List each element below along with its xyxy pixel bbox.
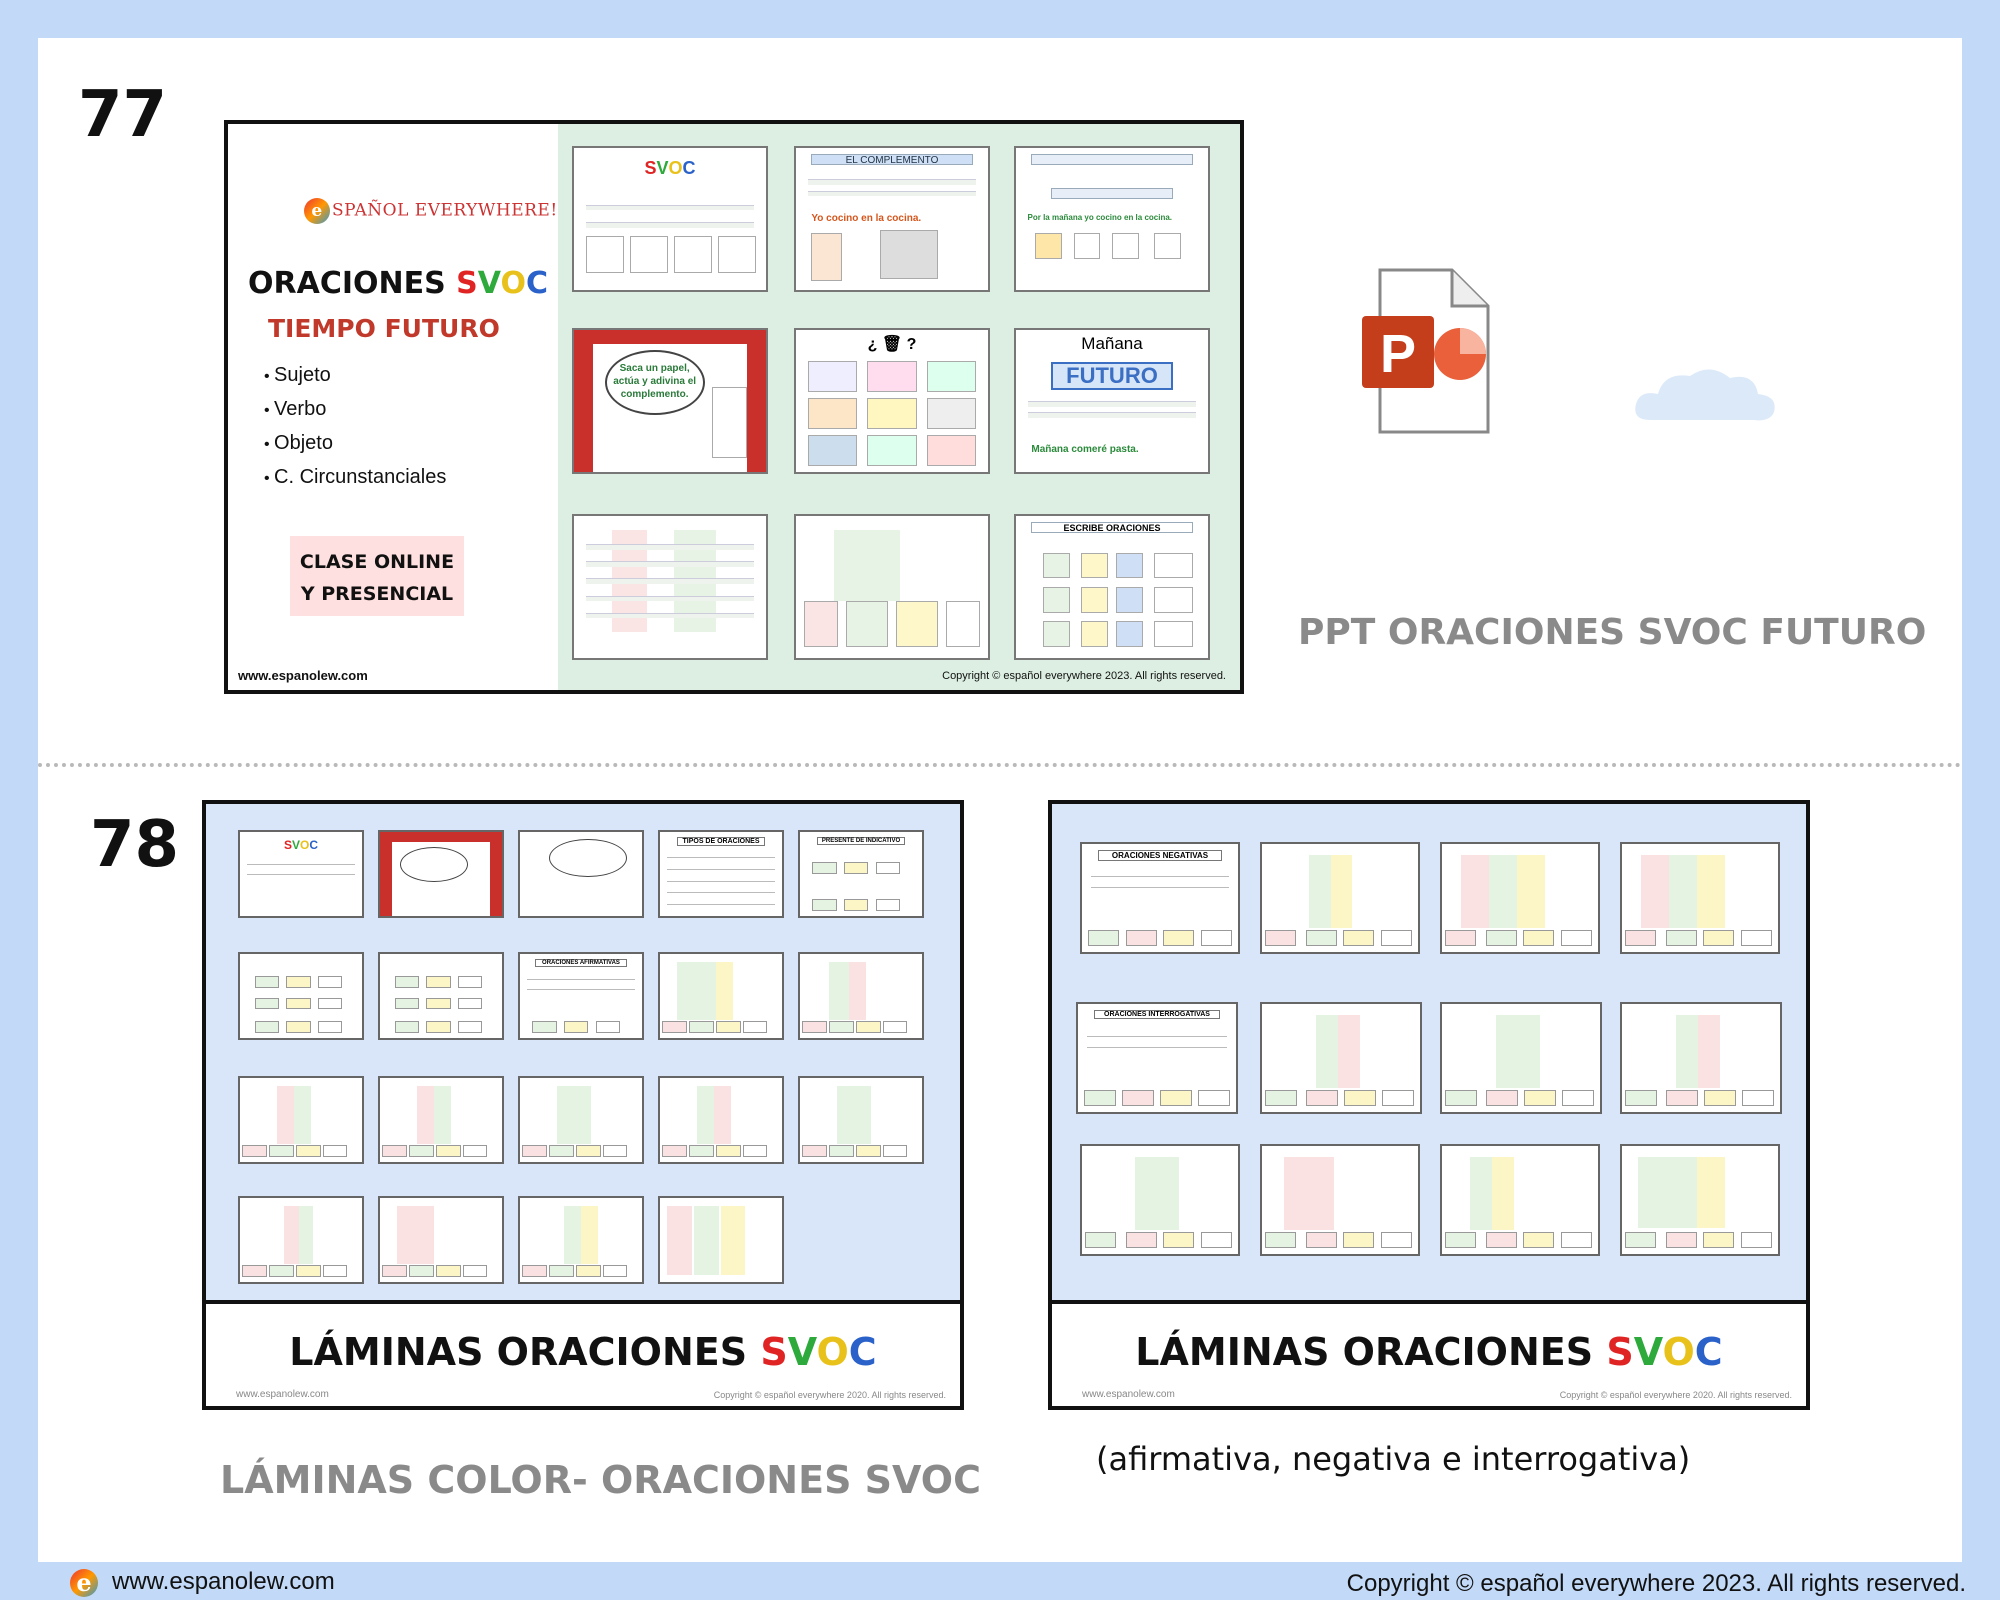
laminas-preview-left[interactable]: SVOC TIPOS DE ORACIONES PRESENTE DE INDI…	[202, 800, 964, 1410]
thumb-title: SVOC	[644, 158, 696, 178]
laminas-left-title: LÁMINAS ORACIONES SVOC	[289, 1330, 877, 1374]
lamina-thumb	[378, 952, 504, 1040]
lamina-thumb: ORACIONES AFIRMATIVAS	[518, 952, 644, 1040]
lamina-thumb	[1080, 1144, 1240, 1256]
footer-copyright: Copyright © español everywhere 2023. All…	[1346, 1570, 1966, 1597]
laminas-right-copyright: Copyright © español everywhere 2020. All…	[1559, 1390, 1792, 1400]
laminas-left-grid: SVOC TIPOS DE ORACIONES PRESENTE DE INDI…	[206, 804, 960, 1304]
lamina-thumb	[1440, 1002, 1602, 1114]
laminas-left-website: www.espanolew.com	[236, 1389, 329, 1400]
lamina-thumb	[1260, 1144, 1420, 1256]
cover-website: www.espanolew.com	[238, 668, 368, 683]
lamina-thumb	[1620, 842, 1780, 954]
lamina-thumb	[518, 1076, 644, 1164]
lamina-thumb: ORACIONES INTERROGATIVAS	[1076, 1002, 1238, 1114]
laminas-left-copyright: Copyright © español everywhere 2020. All…	[713, 1390, 946, 1400]
slide-thumb-2: EL COMPLEMENTO Yo cocino en la cocina.	[794, 146, 990, 292]
laminas-right-title: LÁMINAS ORACIONES SVOC	[1135, 1330, 1723, 1374]
cover-thumbnails-panel: SVOC EL COMPLEMENTO Yo cocino en la coci…	[558, 124, 1240, 690]
slide-thumb-5: ¿ 🗑 ?	[794, 328, 990, 474]
slide-thumb-9: ESCRIBE ORACIONES	[1014, 514, 1210, 660]
lamina-thumb	[378, 1076, 504, 1164]
powerpoint-icon: P	[1360, 268, 1490, 434]
lamina-thumb: PRESENTE DE INDICATIVO	[798, 830, 924, 918]
lamina-thumb: TIPOS DE ORACIONES	[658, 830, 784, 918]
bullet-item: Sujeto	[264, 364, 446, 398]
laminas-types-caption: (afirmativa, negativa e interrogativa)	[1096, 1440, 1691, 1478]
cover-copyright: Copyright © español everywhere 2023. All…	[942, 670, 1226, 682]
lamina-thumb	[518, 830, 644, 918]
lamina-thumb	[238, 1076, 364, 1164]
lamina-thumb	[378, 830, 504, 918]
cover-bullet-list: Sujeto Verbo Objeto C. Circunstanciales	[264, 364, 446, 500]
lamina-thumb	[1440, 1144, 1600, 1256]
lamina-thumb	[1620, 1144, 1780, 1256]
slide-thumb-1: SVOC	[572, 146, 768, 292]
lamina-thumb	[1620, 1002, 1782, 1114]
lamina-thumb	[238, 1196, 364, 1284]
lamina-thumb	[238, 952, 364, 1040]
lamina-thumb	[378, 1196, 504, 1284]
slide-thumb-6: Mañana FUTURO Mañana comeré pasta.	[1014, 328, 1210, 474]
bullet-item: Objeto	[264, 432, 446, 466]
slide-thumb-8	[794, 514, 990, 660]
slide-thumb-7	[572, 514, 768, 660]
laminas-right-grid: ORACIONES NEGATIVAS ORACIONES INTERROGAT…	[1052, 804, 1806, 1304]
lamina-thumb	[658, 1196, 784, 1284]
bullet-item: Verbo	[264, 398, 446, 432]
slide-thumb-3: Por la mañana yo cocino en la cocina.	[1014, 146, 1210, 292]
lamina-thumb: ORACIONES NEGATIVAS	[1080, 842, 1240, 954]
ppt-caption: PPT ORACIONES SVOC FUTURO	[1298, 612, 1927, 653]
lamina-thumb	[798, 952, 924, 1040]
lamina-thumb	[658, 952, 784, 1040]
bullet-item: C. Circunstanciales	[264, 466, 446, 500]
section-divider	[38, 763, 1962, 767]
laminas-preview-right[interactable]: ORACIONES NEGATIVAS ORACIONES INTERROGAT…	[1048, 800, 1810, 1410]
svg-text:P: P	[1380, 324, 1416, 384]
lamina-thumb	[1440, 842, 1600, 954]
slide-thumb-4: Saca un papel, actúa y adivina el comple…	[572, 328, 768, 474]
laminas-color-caption: LÁMINAS COLOR- ORACIONES SVOC	[220, 1458, 981, 1502]
lamina-thumb: SVOC	[238, 830, 364, 918]
lamina-thumb	[658, 1076, 784, 1164]
cover-title: ORACIONES SVOC	[248, 266, 549, 301]
lamina-thumb	[518, 1196, 644, 1284]
cover-subtitle: TIEMPO FUTURO	[268, 314, 500, 343]
item-number-77: 77	[78, 78, 168, 152]
lamina-thumb	[1260, 842, 1420, 954]
lamina-thumb	[798, 1076, 924, 1164]
lamina-thumb	[1260, 1002, 1422, 1114]
cloud-decoration	[1630, 362, 1780, 424]
laminas-right-website: www.espanolew.com	[1082, 1389, 1175, 1400]
item-number-78: 78	[90, 808, 180, 882]
brand-logo-icon: e	[70, 1568, 98, 1597]
